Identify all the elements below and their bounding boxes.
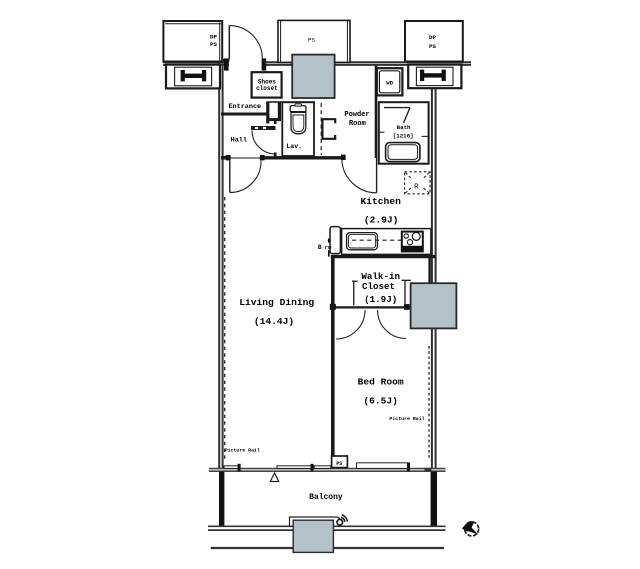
svg-text:(1.9J): (1.9J) [364, 294, 397, 305]
svg-text:Lav.: Lav. [286, 143, 302, 150]
svg-text:Picture Rail: Picture Rail [389, 416, 424, 422]
svg-text:closet: closet [256, 85, 278, 92]
svg-text:PS: PS [429, 43, 436, 50]
svg-text:Walk-in: Walk-in [361, 271, 400, 282]
svg-text:R: R [414, 184, 419, 192]
svg-text:(14.4J): (14.4J) [254, 316, 294, 327]
svg-text:Balcony: Balcony [309, 493, 343, 502]
svg-text:PS: PS [336, 461, 342, 467]
svg-text:B: B [318, 244, 322, 251]
svg-text:Bed Room: Bed Room [358, 377, 404, 388]
svg-text:Room: Room [349, 120, 366, 128]
svg-text:Kitchen: Kitchen [361, 196, 402, 207]
svg-text:[1216]: [1216] [393, 133, 414, 140]
svg-text:DP: DP [210, 34, 217, 41]
svg-text:Shoes: Shoes [258, 79, 276, 86]
svg-text:Bath: Bath [397, 124, 411, 131]
svg-text:Hall: Hall [231, 136, 247, 144]
svg-text:WD: WD [386, 80, 393, 87]
svg-text:(2.9J): (2.9J) [364, 214, 399, 225]
svg-text:PS: PS [210, 41, 217, 48]
svg-text:Picture Rail: Picture Rail [225, 447, 260, 453]
svg-text:Powder: Powder [344, 111, 369, 119]
svg-text:PS: PS [308, 37, 315, 44]
svg-text:rw: rw [325, 244, 332, 251]
svg-text:DP: DP [429, 34, 436, 41]
svg-text:Closet: Closet [362, 281, 395, 292]
svg-text:(6.5J): (6.5J) [363, 395, 398, 406]
svg-text:Entrance: Entrance [228, 103, 261, 111]
svg-text:Living Dining: Living Dining [239, 297, 314, 308]
